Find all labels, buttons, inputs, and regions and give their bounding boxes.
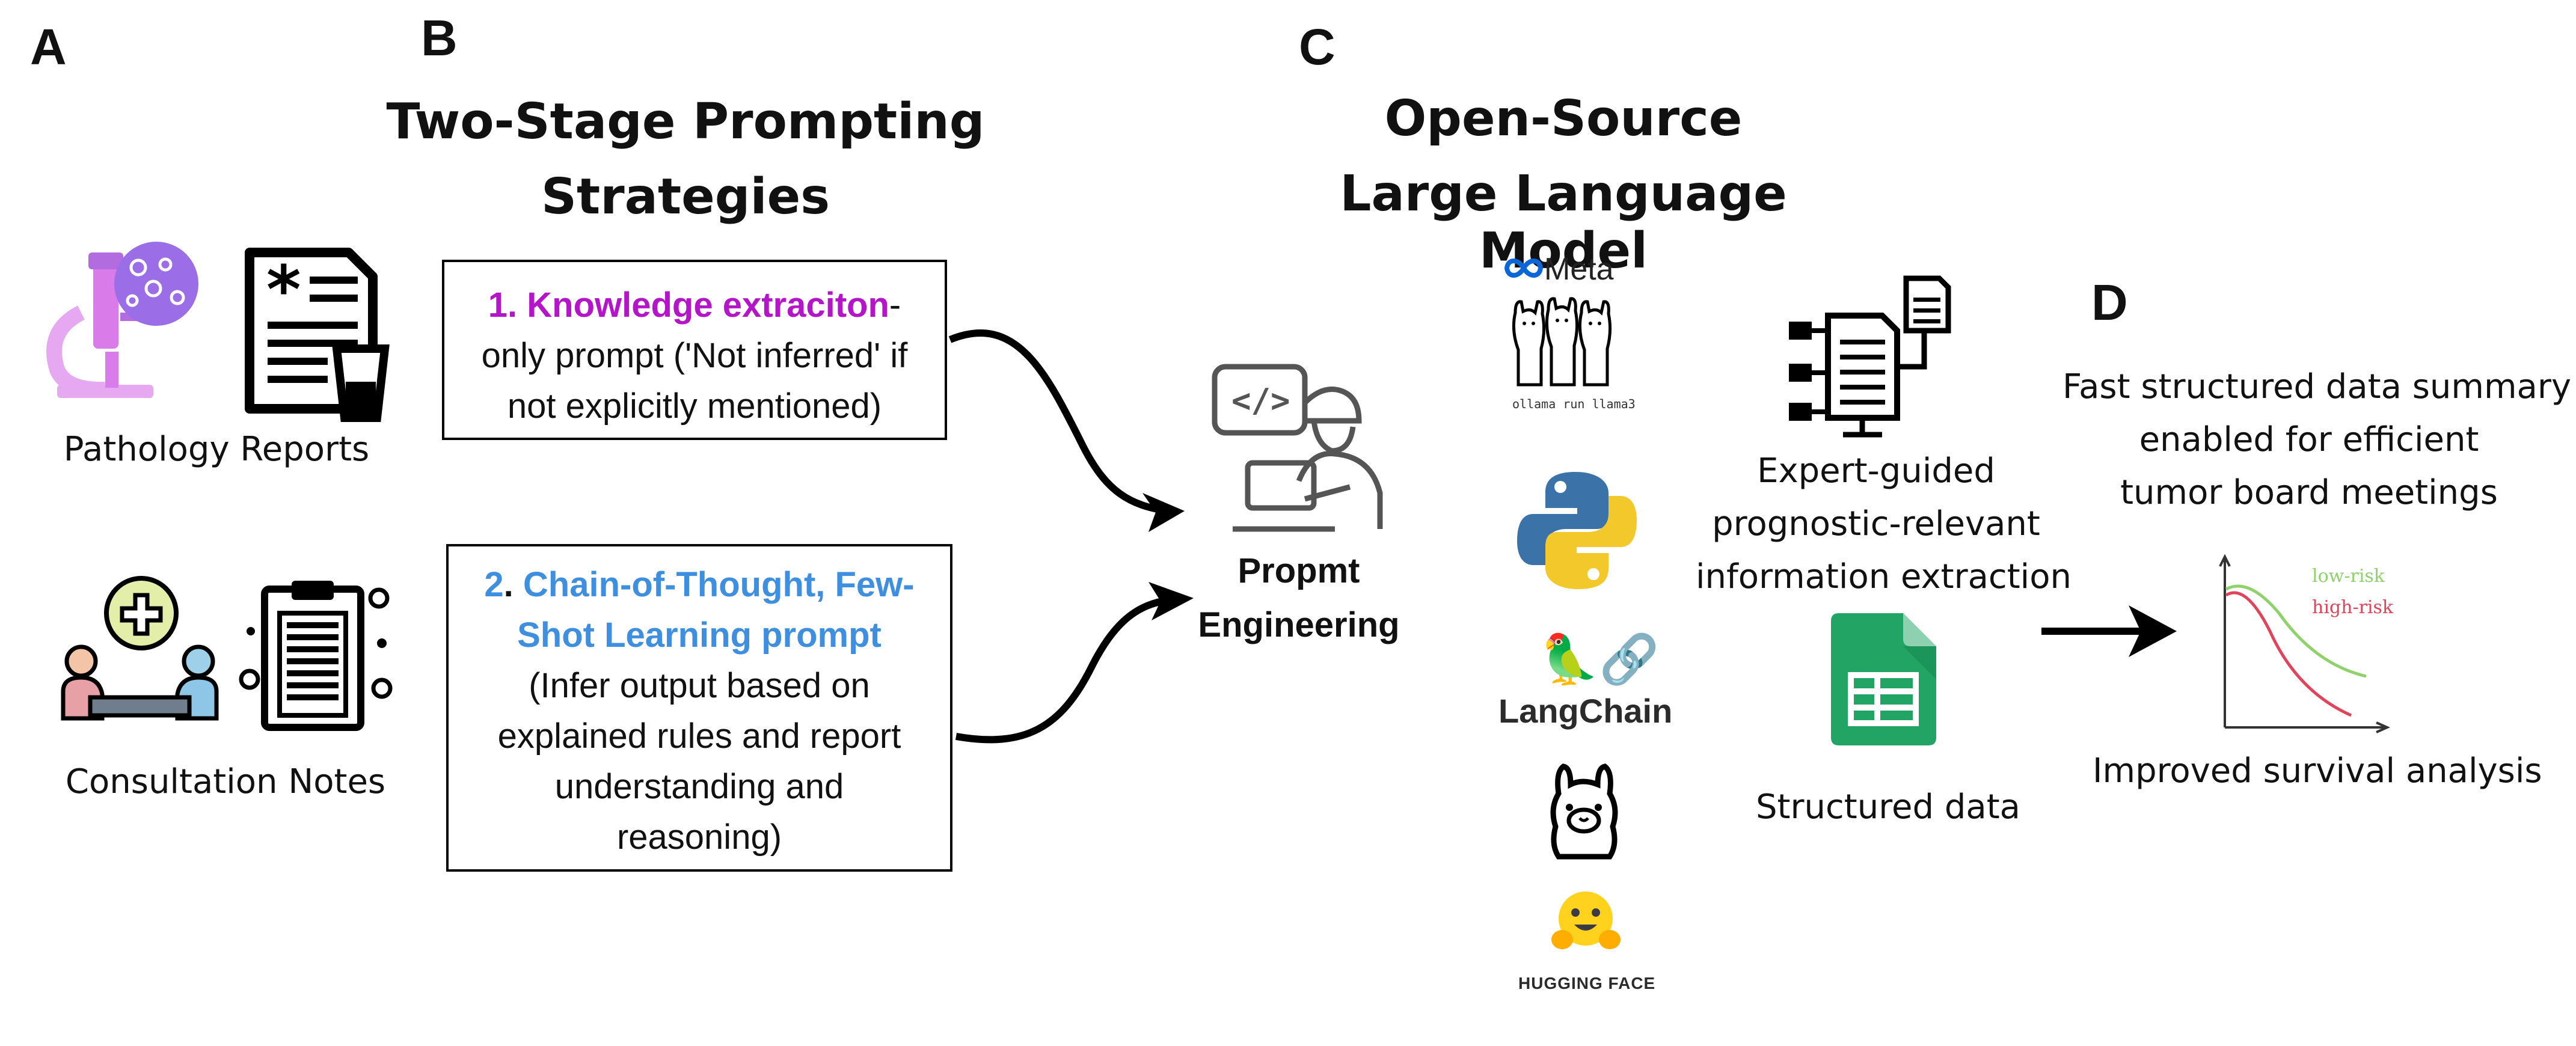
arrow-box1-to-engineer bbox=[948, 329, 1185, 532]
prompt-box-knowledge-extraction: 1. Knowledge extraciton- only prompt ('N… bbox=[442, 260, 947, 440]
box2-line3: (Infer output based on bbox=[529, 666, 870, 705]
box1-num: 1. bbox=[488, 286, 527, 325]
box2-highlight-b: Shot Learning prompt bbox=[517, 616, 882, 655]
meta-infinity-icon bbox=[1504, 258, 1544, 278]
meta-label: Meta bbox=[1544, 252, 1614, 287]
document-flowchart-icon bbox=[1789, 275, 1951, 438]
summary-line2: enabled for efficient bbox=[2139, 420, 2479, 459]
hugging-face-label: HUGGING FACE bbox=[1518, 974, 1656, 992]
extraction-line3: information extraction bbox=[1696, 557, 2072, 596]
box1-line3: not explicitly mentioned) bbox=[507, 387, 882, 426]
ollama-command: ollama run llama3 bbox=[1512, 397, 1636, 411]
box2-line5: understanding and bbox=[554, 767, 844, 806]
engineer-line2: Engineering bbox=[1198, 605, 1400, 644]
langchain-label: LangChain bbox=[1498, 692, 1673, 730]
panel-b-title-line1: Two-Stage Prompting bbox=[386, 93, 985, 150]
consultation-icon bbox=[61, 576, 219, 721]
box1-highlight: Knowledge extraciton bbox=[527, 286, 889, 325]
hugging-face-icon bbox=[1551, 892, 1621, 949]
report-document-icon: * bbox=[245, 248, 390, 422]
python-icon bbox=[1517, 472, 1637, 589]
low-risk-label: low-risk bbox=[2312, 566, 2385, 587]
structured-data-label: Structured data bbox=[1756, 788, 2020, 827]
panel-letter-d: D bbox=[2091, 274, 2128, 331]
panel-letter-b: B bbox=[421, 10, 458, 66]
arrow-box2-to-engineer bbox=[955, 582, 1194, 744]
clipboard-notes-icon bbox=[239, 581, 393, 731]
summary-line1: Fast structured data summary bbox=[2062, 367, 2571, 406]
box1-line2: only prompt ('Not inferred' if bbox=[481, 336, 908, 375]
high-risk-label: high-risk bbox=[2312, 597, 2394, 618]
panel-letter-c: C bbox=[1299, 19, 1336, 75]
panel-b-title-line2: Strategies bbox=[541, 168, 830, 225]
extraction-line2: prognostic-relevant bbox=[1712, 504, 2040, 543]
arrow-to-survival bbox=[2041, 605, 2177, 657]
box1-rest1: - bbox=[889, 286, 901, 325]
panel-c-title-line1: Open-Source bbox=[1384, 90, 1743, 147]
summary-line3: tumor board meetings bbox=[2120, 473, 2498, 512]
box2-dot: . bbox=[503, 565, 523, 604]
ollama-llama-icon bbox=[1550, 763, 1618, 860]
prompt-engineering-label: Propmt Engineering bbox=[1179, 544, 1419, 652]
llama-trio-icon bbox=[1512, 297, 1612, 387]
box2-highlight-a: Chain-of-Thought, Few- bbox=[523, 565, 915, 604]
survival-curve-icon: low-risk high-risk bbox=[2219, 554, 2394, 733]
consultation-notes-label: Consultation Notes bbox=[65, 762, 386, 801]
svg-text:*: * bbox=[266, 251, 301, 328]
svg-text:</>: </> bbox=[1231, 382, 1290, 420]
summary-description: Fast structured data summary enabled for… bbox=[2062, 361, 2571, 519]
spreadsheet-icon bbox=[1831, 613, 1936, 745]
pathology-reports-label: Pathology Reports bbox=[63, 430, 370, 469]
box1-line1: 1. Knowledge extraciton- bbox=[444, 280, 945, 331]
box2-line4: explained rules and report bbox=[497, 717, 901, 756]
extraction-line1: Expert-guided bbox=[1757, 451, 1995, 491]
extraction-description: Expert-guided prognostic-relevant inform… bbox=[1696, 445, 2072, 604]
microscope-icon bbox=[46, 242, 198, 398]
panel-letter-a: A bbox=[30, 19, 67, 75]
prompt-box-chain-of-thought: 2. Chain-of-Thought, Few- Shot Learning … bbox=[446, 544, 952, 872]
box2-line6: reasoning) bbox=[616, 818, 782, 857]
box2-num: 2 bbox=[484, 565, 504, 604]
engineer-line1: Propmt bbox=[1237, 551, 1360, 590]
parrot-link-icon: 🦜🔗 bbox=[1539, 631, 1660, 687]
box2-line1: 2. Chain-of-Thought, Few- bbox=[449, 560, 950, 610]
prompt-engineer-icon: </> bbox=[1212, 364, 1383, 532]
survival-analysis-label: Improved survival analysis bbox=[2093, 751, 2542, 791]
